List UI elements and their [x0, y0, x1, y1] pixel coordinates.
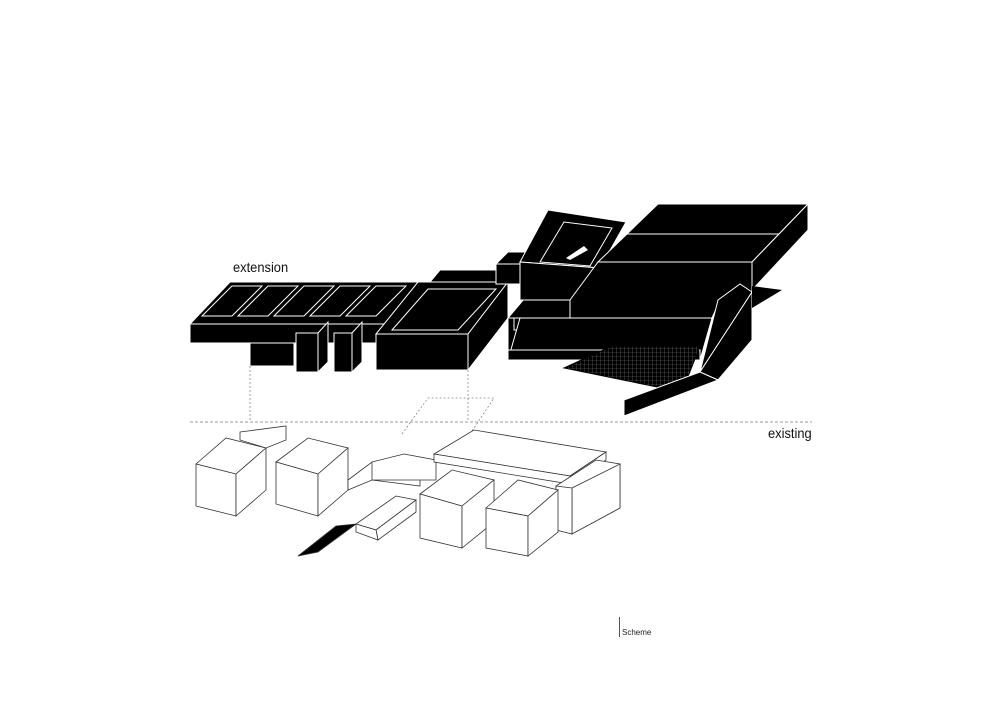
extension-pier-2: [333, 332, 353, 373]
extension-tall-wedge-inner: [539, 221, 613, 267]
extension-ramp-tail: [623, 371, 720, 417]
existing-low-block: [371, 453, 437, 481]
existing-label: existing: [768, 425, 812, 441]
existing-ramp-front: [355, 523, 379, 541]
existing-block-3: [419, 469, 495, 549]
extension-pier-2-side: [351, 320, 363, 374]
extension-central-block-front: [375, 333, 469, 371]
extension-label: extension: [233, 259, 289, 275]
caption-rule: [619, 617, 620, 637]
existing-buildings: [195, 425, 621, 557]
extension-courtyard-cells: [200, 285, 408, 317]
extension-massing: [188, 202, 810, 417]
extension-tall-wedge-opening: [566, 246, 588, 260]
existing-right-block: [555, 459, 621, 535]
extension-pier-1: [295, 332, 319, 373]
existing-block-4: [485, 479, 559, 557]
existing-block-2: [275, 437, 349, 517]
projection-lines: [249, 366, 495, 435]
extension-hatched-underside: [562, 345, 701, 393]
extension-hanging-block-1: [249, 342, 295, 367]
figure-caption: Scheme: [622, 628, 652, 637]
extension-central-courtyard: [390, 288, 498, 331]
existing-connector-1: [239, 425, 287, 449]
existing-block-1: [195, 437, 267, 517]
extension-ramp-fin: [752, 286, 782, 308]
existing-ramp-stair: [297, 523, 358, 557]
extension-pier-1-side: [317, 320, 329, 374]
extension-right-wing-side: [751, 202, 809, 292]
